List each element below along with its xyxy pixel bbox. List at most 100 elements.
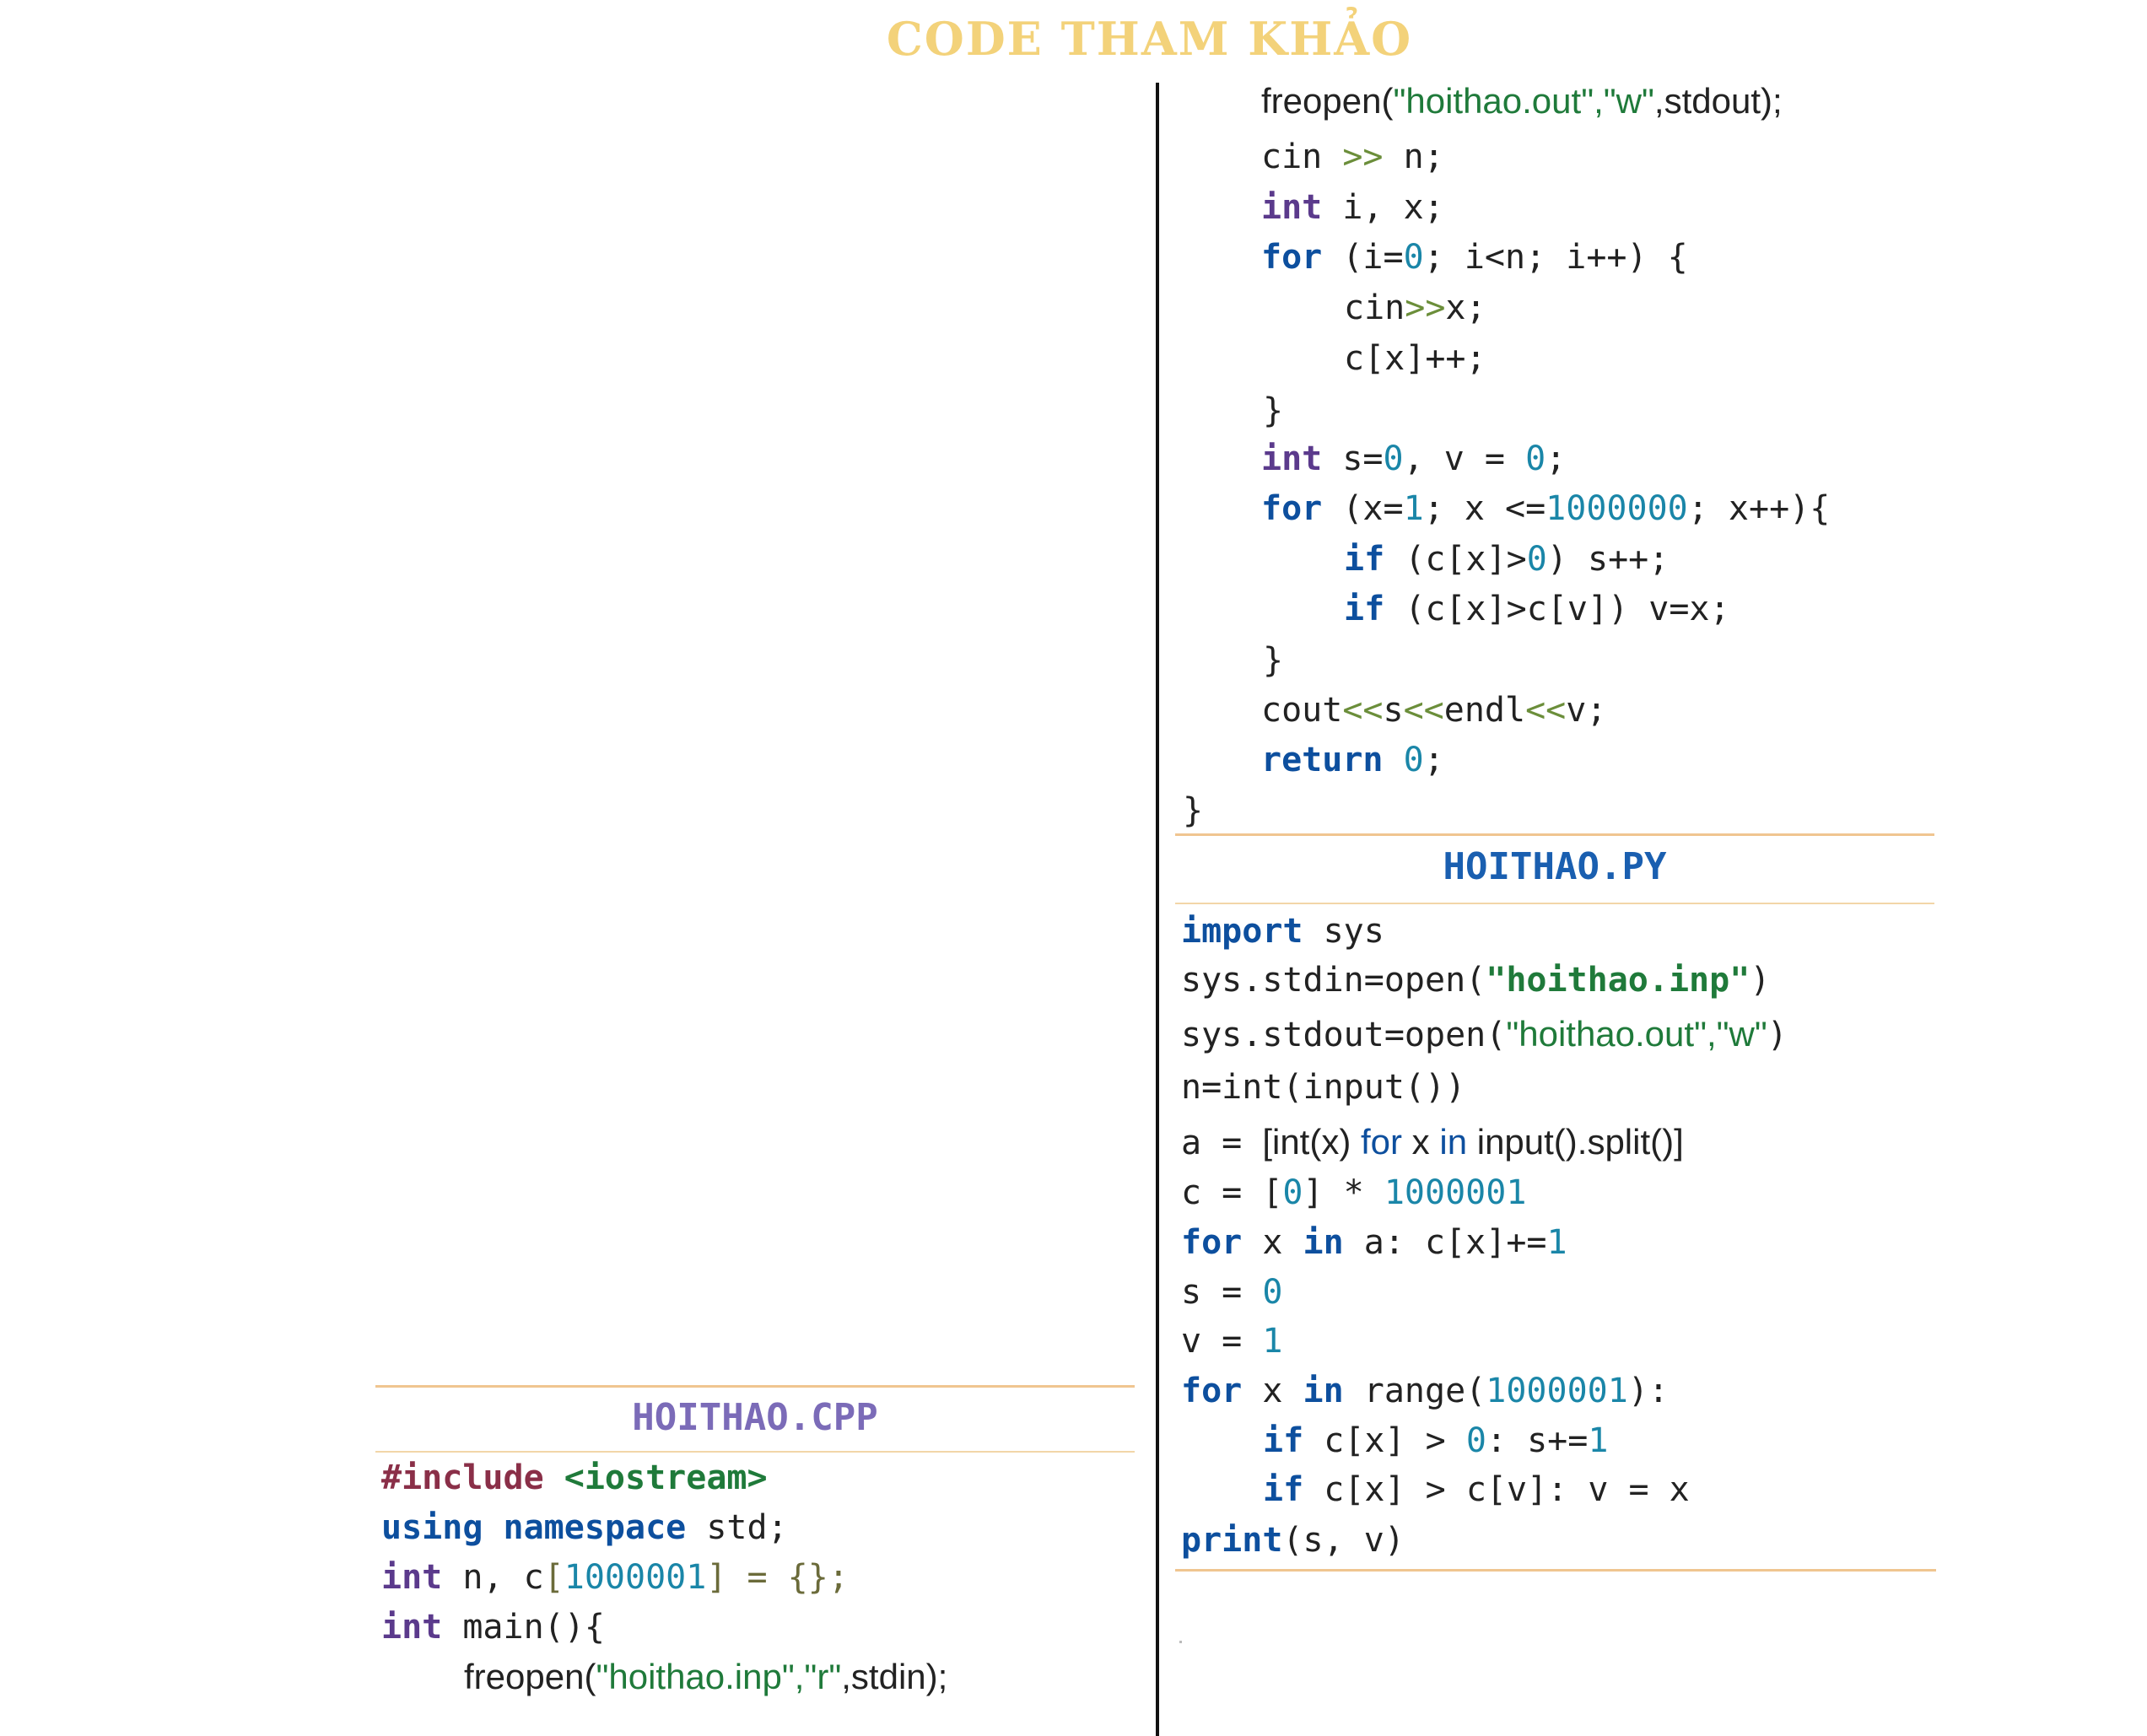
code-token: ) — [1750, 961, 1771, 1000]
operator-token: << — [1525, 691, 1567, 730]
code-line: #include <iostream> — [381, 1458, 768, 1498]
code-token: x — [1402, 1122, 1440, 1162]
keyword-token: in — [1303, 1223, 1344, 1262]
string-token: "hoithao.inp" — [1486, 961, 1751, 1000]
code-token: std; — [686, 1508, 788, 1547]
code-line: cin >> n; — [1261, 137, 1444, 177]
code-token: (i= — [1322, 238, 1404, 277]
operator-token: << — [1342, 691, 1384, 730]
code-line: n=int(input()) — [1181, 1068, 1466, 1107]
number-token: 1 — [1546, 1223, 1567, 1262]
code-token: ; — [1423, 741, 1444, 779]
keyword-token: return — [1261, 741, 1384, 779]
code-token: cout — [1261, 691, 1343, 730]
code-token: range( — [1343, 1372, 1486, 1410]
code-token — [1384, 741, 1404, 779]
code-line: if c[x] > 0: s+=1 — [1263, 1421, 1608, 1461]
operator-token: << — [1403, 691, 1444, 730]
code-token: n, c — [442, 1558, 544, 1597]
number-token: 1000000 — [1546, 489, 1688, 528]
number-token: 0 — [1262, 1273, 1283, 1312]
code-token: ; x++){ — [1687, 489, 1831, 528]
code-token: ] * — [1303, 1173, 1384, 1212]
py-file-heading: HOITHAO.PY — [1443, 845, 1667, 888]
cpp-rule-bottom — [375, 1451, 1135, 1453]
code-token: ; i<n; i++) { — [1423, 238, 1688, 277]
keyword-token: int — [381, 1608, 443, 1647]
code-token: ; x <= — [1423, 489, 1546, 528]
cpp-rule-top — [375, 1385, 1135, 1388]
code-token: s = — [1181, 1273, 1263, 1312]
code-line: v = 1 — [1181, 1321, 1282, 1361]
code-line: freopen("hoithao.inp","r",stdin); — [464, 1657, 947, 1697]
number-token: 0 — [1282, 1173, 1303, 1212]
code-line: for (x=1; x <=1000000; x++){ — [1261, 488, 1830, 529]
keyword-token: namespace — [483, 1508, 687, 1547]
py-rule-bottom — [1175, 903, 1934, 904]
code-line: cout<<s<<endl<<v; — [1261, 690, 1606, 731]
code-line: int main(){ — [381, 1607, 605, 1647]
number-token: 0 — [1465, 1421, 1486, 1460]
code-line: using namespace std; — [381, 1507, 788, 1548]
number-token: 0 — [1403, 238, 1424, 277]
code-token: x — [1242, 1223, 1303, 1262]
number-token: 1 — [1588, 1421, 1609, 1460]
code-token: freopen( — [1261, 81, 1394, 121]
string-token: "hoithao.inp","r" — [596, 1657, 842, 1696]
code-token: (c[x]>c[v]) v=x; — [1384, 590, 1730, 628]
code-token: ) — [1767, 1016, 1788, 1054]
code-line: } — [1263, 391, 1284, 430]
number-token: 1 — [1403, 489, 1424, 528]
code-token: s — [1383, 691, 1404, 730]
code-line: c = [0] * 1000001 — [1181, 1173, 1526, 1213]
code-token: sys.stdin=open( — [1181, 961, 1486, 1000]
cpp-file-heading: HOITHAO.CPP — [632, 1396, 878, 1439]
code-token: (s, v) — [1282, 1521, 1405, 1560]
keyword-token: int — [381, 1558, 443, 1597]
code-token: ,stdin); — [841, 1657, 948, 1696]
code-line: } — [1183, 791, 1204, 830]
code-token: a: c[x]+= — [1343, 1223, 1547, 1262]
number-token: 1 — [1262, 1322, 1283, 1361]
code-token: n; — [1383, 137, 1444, 176]
code-token: ] = {}; — [706, 1558, 849, 1597]
code-line: freopen("hoithao.out","w",stdout); — [1261, 81, 1783, 121]
code-line: a = [int(x) for x in input().split()] — [1181, 1122, 1684, 1163]
code-line: if c[x] > c[v]: v = x — [1263, 1469, 1690, 1510]
keyword-token: if — [1263, 1421, 1304, 1460]
code-line: } — [1263, 641, 1284, 680]
py-rule-end — [1175, 1569, 1936, 1572]
code-line: if (c[x]>0) s++; — [1344, 539, 1669, 580]
code-token: ,stdout); — [1653, 81, 1783, 121]
code-token: x — [1242, 1372, 1303, 1410]
string-token: "hoithao.out","w" — [1506, 1014, 1767, 1054]
code-token: a = — [1181, 1124, 1263, 1162]
code-line: sys.stdout=open("hoithao.out","w") — [1181, 1014, 1788, 1055]
code-line: int i, x; — [1261, 187, 1444, 228]
header-token: <iostream> — [543, 1458, 768, 1497]
number-token: 1000001 — [1384, 1173, 1527, 1212]
keyword-token: int — [1261, 188, 1323, 227]
keyword-token: if — [1263, 1470, 1304, 1509]
code-line: s = 0 — [1181, 1272, 1282, 1313]
keyword-token: if — [1344, 540, 1385, 579]
page-title-wrap: CODE THAM KHẢO — [0, 12, 2147, 66]
py-rule-top — [1175, 833, 1934, 836]
keyword-token: in — [1303, 1372, 1344, 1410]
code-token: (c[x]> — [1384, 540, 1527, 579]
code-line: for x in range(1000001): — [1181, 1371, 1669, 1411]
scan-speck — [1179, 1641, 1182, 1643]
code-token: c[x] > c[v]: v = x — [1303, 1470, 1690, 1509]
code-token: x; — [1445, 288, 1486, 327]
code-token: ) s++; — [1546, 540, 1670, 579]
number-token: 1000001 — [564, 1558, 707, 1597]
keyword-token: print — [1181, 1521, 1283, 1560]
code-line: return 0; — [1261, 740, 1444, 780]
code-token: (x= — [1322, 489, 1404, 528]
code-line: cin>>x; — [1344, 288, 1486, 328]
code-token: c[x] > — [1303, 1421, 1466, 1460]
keyword-token: for — [1181, 1372, 1243, 1410]
column-divider — [1156, 83, 1159, 1736]
code-token: s= — [1322, 439, 1384, 478]
keyword-token: for — [1361, 1122, 1403, 1162]
